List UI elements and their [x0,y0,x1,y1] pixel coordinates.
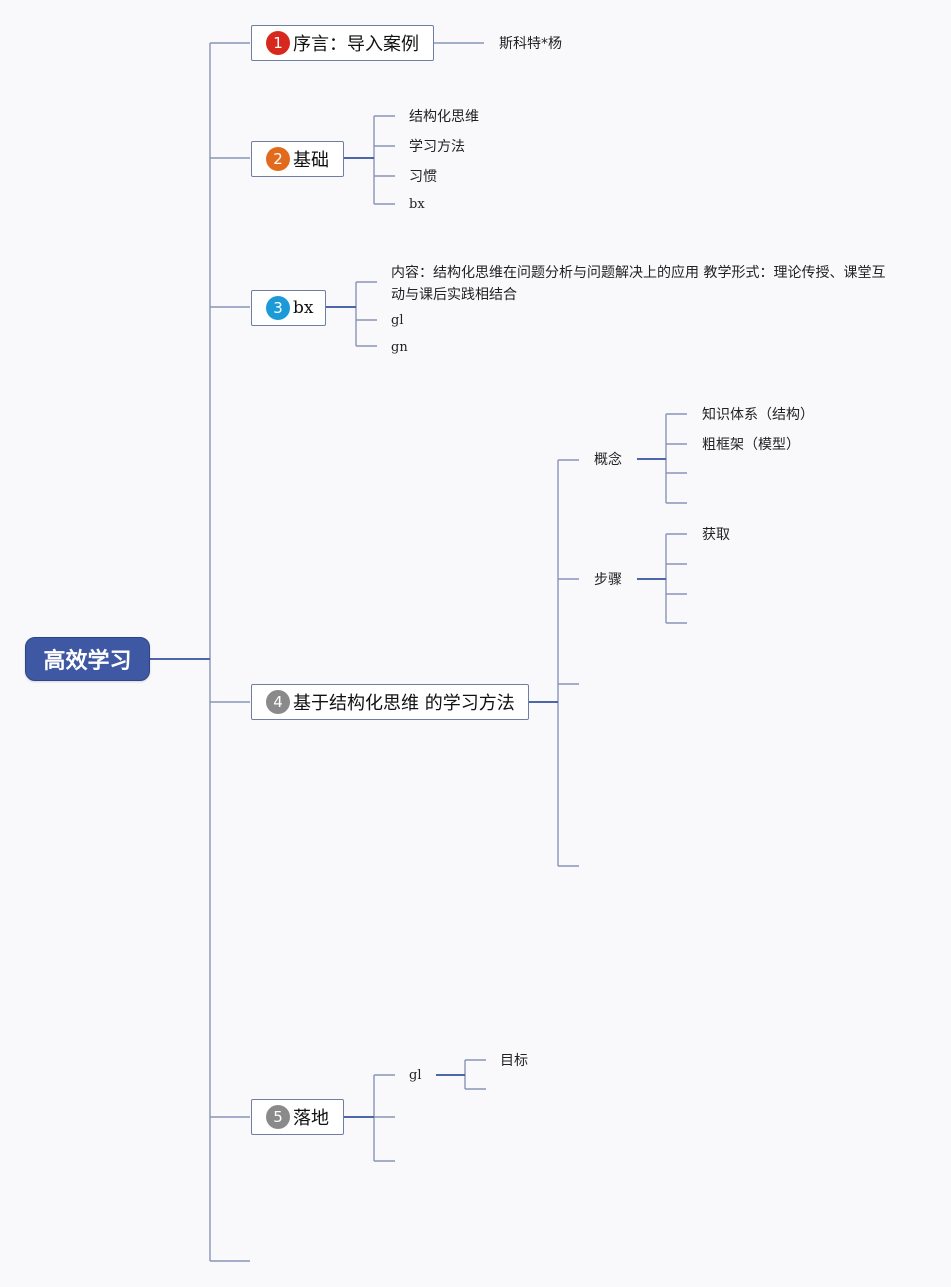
subtopic-gl[interactable]: gl [391,313,404,328]
subtopic-gl-implementation[interactable]: gl [409,1068,422,1083]
subtopic-learning-method[interactable]: 学习方法 [409,139,465,155]
subtopic-gn[interactable]: gn [391,340,408,355]
topic-structured-learning-method[interactable]: 4 基于结构化思维 的学习方法 [251,684,529,720]
subtopic-structured-thinking[interactable]: 结构化思维 [409,109,479,125]
number-4-icon: 4 [266,690,290,714]
subtopic-habit[interactable]: 习惯 [409,169,437,185]
subtopic-steps[interactable]: 步骤 [594,572,622,588]
topic-label: bx [293,298,314,318]
subtopic-content-description[interactable]: 内容：结构化思维在问题分析与问题解决上的应用 教学形式：理论传授、课堂互动与课后… [391,265,886,303]
number-3-icon: 3 [266,296,290,320]
topic-implementation[interactable]: 5 落地 [251,1099,344,1135]
root-topic[interactable]: 高效学习 [25,637,150,681]
subtopic-acquire[interactable]: 获取 [702,527,730,543]
topic-foundation[interactable]: 2 基础 [251,141,344,177]
subtopic-scott-young[interactable]: 斯科特*杨 [499,36,562,52]
number-5-icon: 5 [266,1105,290,1129]
subtopic-rough-frame[interactable]: 粗框架（模型） [702,437,800,453]
number-1-icon: 1 [266,31,290,55]
topic-intro[interactable]: 1 序言：导入案例 [251,25,434,61]
topic-label: 基于结构化思维 的学习方法 [293,693,515,714]
topic-label: 序言：导入案例 [293,34,419,55]
subtopic-knowledge-system[interactable]: 知识体系（结构） [702,407,814,423]
topic-label: 落地 [293,1108,329,1129]
subtopic-bx[interactable]: bx [409,197,425,212]
subtopic-concept[interactable]: 概念 [594,452,622,468]
topic-bx[interactable]: 3 bx [251,290,326,326]
topic-label: 基础 [293,150,329,171]
subtopic-goal[interactable]: 目标 [500,1053,528,1069]
number-2-icon: 2 [266,147,290,171]
